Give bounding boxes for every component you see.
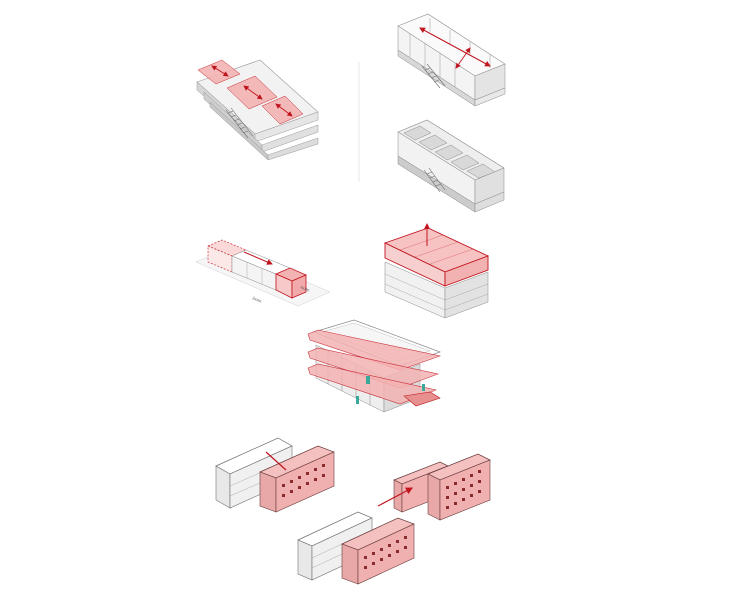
plate-arrow-left bbox=[211, 65, 229, 77]
frame-red-arrow-long bbox=[419, 27, 491, 67]
modules-base-side bbox=[474, 191, 505, 213]
panel-4-volume-extension: 2xxm 4xxm bbox=[195, 239, 331, 307]
pair-c-red-building bbox=[341, 517, 415, 585]
panel-6-balcony-layers bbox=[307, 319, 442, 413]
teal-door-1 bbox=[366, 376, 370, 384]
lift-floor-lines bbox=[384, 273, 489, 311]
panel-7-building-pairs bbox=[215, 437, 491, 585]
stair-icon bbox=[421, 63, 446, 89]
lift-base-side bbox=[444, 271, 489, 319]
pair-b-connection-arrow bbox=[377, 487, 414, 507]
balcony-extension bbox=[403, 391, 441, 407]
stair-icon bbox=[423, 167, 446, 193]
lifted-roof-side bbox=[444, 255, 489, 287]
panel-3-unit-modules bbox=[397, 119, 505, 213]
pair-a-connection-line bbox=[265, 451, 287, 471]
panel-2-frame-structure bbox=[397, 13, 506, 107]
plate-arrow-right bbox=[275, 103, 293, 117]
panel-5-roof-lift bbox=[383, 223, 490, 319]
pair-a-red-building bbox=[259, 445, 335, 513]
frame-lower-slab-side bbox=[474, 87, 506, 107]
bottom-slab-side bbox=[267, 137, 319, 161]
panel-1-floor-plates bbox=[196, 59, 319, 161]
roof-module-lines bbox=[399, 234, 474, 265]
balcony-slab-top bbox=[307, 329, 442, 371]
module-cells bbox=[403, 125, 496, 179]
balcony-slab-middle bbox=[307, 347, 440, 389]
extension-arrow bbox=[243, 251, 273, 265]
dimension-label-1: 2xxm bbox=[252, 295, 263, 304]
frame-red-arrow-short bbox=[455, 47, 471, 69]
new-volume-side bbox=[291, 274, 307, 299]
ghost-volume-top bbox=[207, 239, 247, 257]
stair-icon bbox=[225, 107, 254, 139]
teal-door-2 bbox=[422, 384, 425, 391]
pair-b-red-building-front bbox=[427, 453, 491, 521]
plate-arrow-middle bbox=[243, 85, 263, 100]
dimension-label-2: 4xxm bbox=[300, 284, 311, 293]
teal-door-3 bbox=[356, 396, 359, 404]
